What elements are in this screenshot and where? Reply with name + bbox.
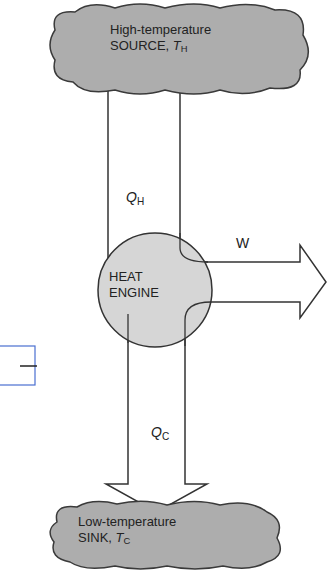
sink-cloud: Low-temperature SINK, TC — [45, 498, 285, 570]
heat-label: QC — [149, 425, 171, 440]
node-text: HEAT ENGINE — [109, 269, 171, 302]
dash-mark — [20, 365, 37, 367]
work-arrow — [200, 245, 326, 318]
heat-label: QH — [124, 190, 146, 205]
work-label: W — [236, 236, 249, 251]
node-text: High-temperature SOURCE, TH — [110, 22, 228, 55]
source-cloud: High-temperature SOURCE, TH — [45, 0, 315, 95]
engine-circle: HEAT ENGINE — [97, 232, 213, 348]
node-text: Low-temperature SINK, TC — [78, 514, 190, 547]
